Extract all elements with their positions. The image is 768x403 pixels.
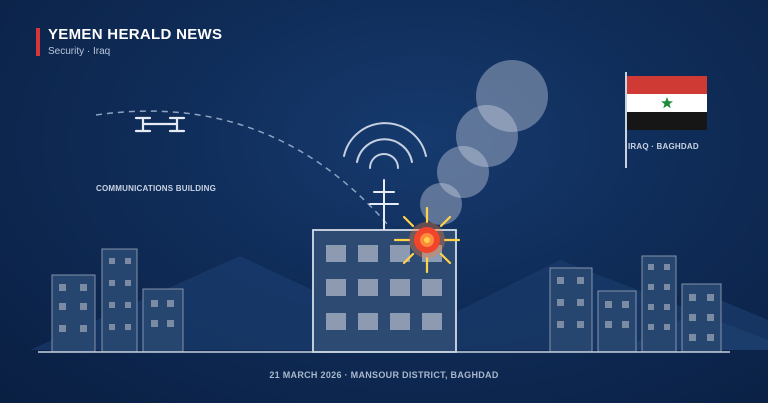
smoke-icon — [420, 60, 548, 225]
date-location-caption: 21 MARCH 2026 · MANSOUR DISTRICT, BAGHDA… — [269, 370, 499, 380]
flag-icon — [625, 72, 707, 168]
section-subtitle: Security · Iraq — [48, 46, 111, 57]
flag-location-label: IRAQ · BAGHDAD — [628, 142, 699, 151]
flight-path — [95, 110, 389, 226]
building-label: COMMUNICATIONS BUILDING — [96, 184, 216, 193]
antenna-icon — [369, 179, 399, 231]
flag-star — [661, 97, 673, 109]
drone-icon — [134, 116, 186, 133]
brand-block: YEMEN HERALD NEWS Security · Iraq — [36, 26, 222, 59]
right-buildings — [549, 255, 722, 353]
brand-title: YEMEN HERALD NEWS — [48, 26, 223, 43]
brand-accent-bar — [36, 28, 40, 56]
signal-waves-icon — [343, 122, 427, 169]
explosion-icon — [393, 206, 461, 274]
left-buildings — [51, 248, 184, 353]
